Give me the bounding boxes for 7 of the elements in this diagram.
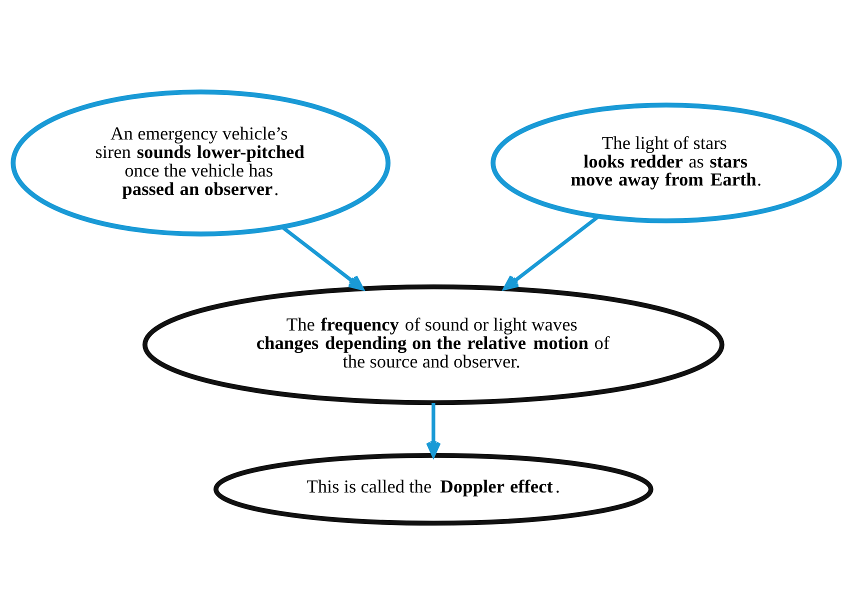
- node-ellipse: The frequency of sound or light waves changes depending on the relative motion of the source and observer.: [142, 284, 724, 406]
- arrow: [426, 402, 441, 458]
- arrow: [503, 215, 600, 290]
- arrow: [281, 226, 364, 290]
- node-ellipse: The light of stars looks redder as stars move away from Earth.: [490, 102, 842, 224]
- node-ellipse: This is called the Doppler effect.: [214, 452, 654, 526]
- node-ellipse: An emergency vehicle’s siren sounds lower-pitched once the vehicle has passed an observer.: [10, 89, 390, 236]
